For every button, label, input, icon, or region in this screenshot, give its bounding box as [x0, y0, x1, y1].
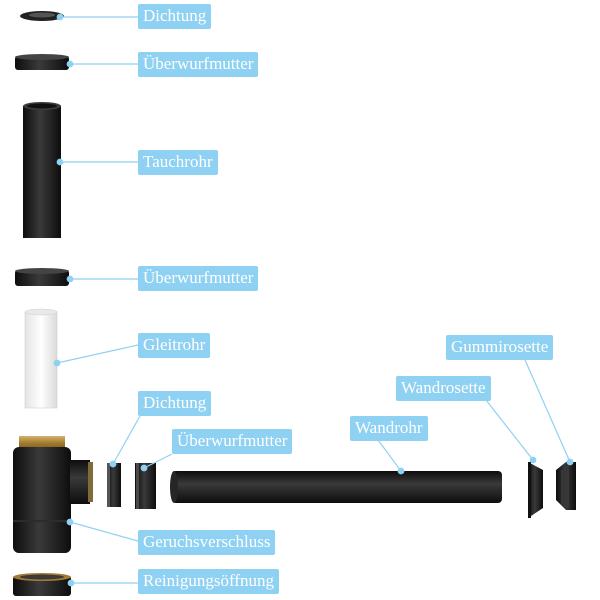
- leader-lines: [53, 13, 574, 587]
- dichtung-mid-part: [107, 463, 121, 507]
- wandrohr-part: [170, 471, 502, 503]
- tauchrohr-part: [23, 102, 61, 238]
- leader-ueberwurfmutter-3: [143, 453, 173, 469]
- ueberwurfmutter-1-part: [15, 54, 69, 70]
- geruchsverschluss-part: [13, 436, 93, 553]
- label-ueberwurfmutter-2: Überwurfmutter: [138, 266, 259, 291]
- leader-dot-dichtung-top: [56, 13, 64, 21]
- label-ueberwurfmutter-3: Überwurfmutter: [172, 429, 293, 454]
- label-gleitrohr: Gleitrohr: [138, 333, 211, 358]
- gleitrohr-part: [24, 308, 58, 409]
- label-tauchrohr: Tauchrohr: [138, 150, 218, 175]
- leader-wandrosette: [485, 399, 534, 461]
- leader-wandrohr: [377, 439, 402, 472]
- label-geruchsverschluss: Geruchsverschluss: [138, 530, 276, 555]
- ueberwurfmutter-3-part: [135, 463, 156, 509]
- ueberwurfmutter-2-part: [15, 268, 69, 286]
- reinigungsoeffnung-part: [13, 573, 71, 596]
- gummirosette-part: [556, 462, 576, 510]
- label-wandrohr: Wandrohr: [350, 416, 428, 441]
- label-dichtung-mid: Dichtung: [138, 391, 212, 416]
- label-dichtung-top: Dichtung: [138, 4, 212, 29]
- leader-geruchsverschluss: [69, 521, 139, 542]
- dichtung-top-part: [20, 11, 64, 21]
- leader-gummirosette: [524, 359, 571, 463]
- label-reinigungsoeffnung: Reinigungsöffnung: [138, 569, 279, 594]
- leader-dichtung-mid: [112, 415, 141, 465]
- label-gummirosette: Gummirosette: [446, 335, 554, 360]
- leader-gleitrohr: [56, 344, 139, 364]
- label-wandrosette: Wandrosette: [396, 376, 491, 401]
- wandrosette-part: [528, 462, 543, 518]
- label-ueberwurfmutter-1: Überwurfmutter: [138, 52, 259, 77]
